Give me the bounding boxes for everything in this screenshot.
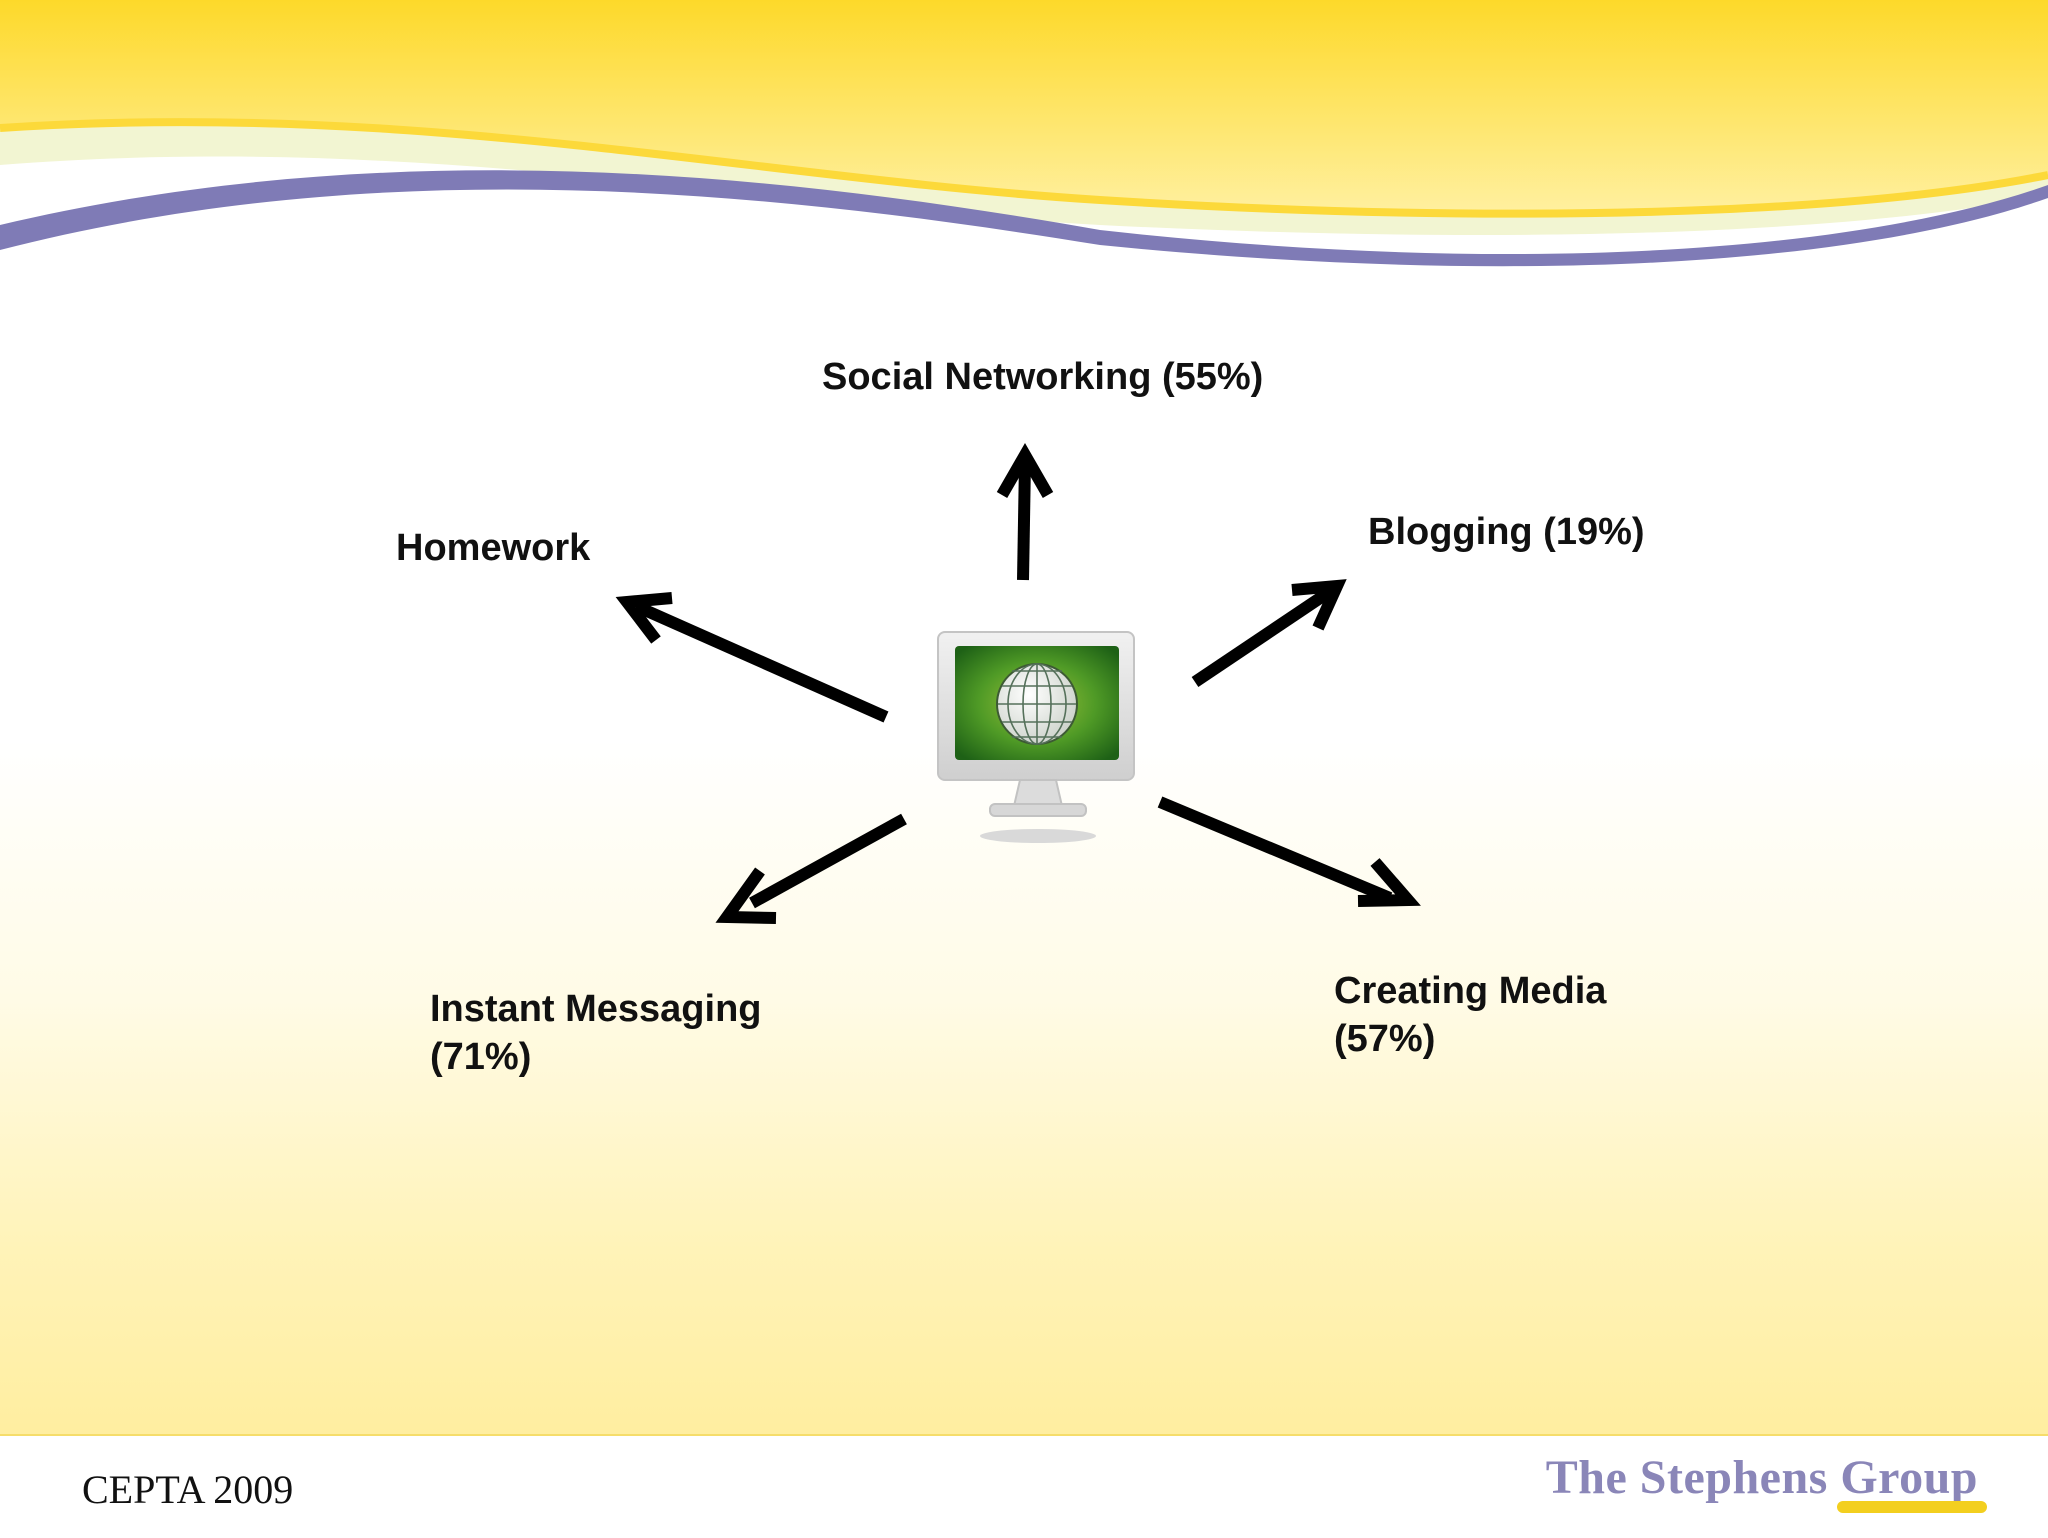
label-instant-messaging: Instant Messaging (71%): [430, 985, 762, 1081]
label-creating-media-percent: (57%): [1334, 1018, 1436, 1060]
arrow-lower-left-instant-messaging: [715, 813, 907, 924]
arrow-lower-right-creating-media: [1157, 796, 1421, 907]
arrow-upper-right-blogging: [1191, 579, 1347, 687]
arrow-up-social-networking: [996, 442, 1054, 581]
label-creating-media-name: Creating Media: [1334, 970, 1607, 1012]
computer-monitor-globe-icon: [937, 631, 1135, 843]
activity-diagram: [615, 442, 1421, 924]
header-wave-decoration: [0, 0, 2048, 267]
label-creating-media: Creating Media (57%): [1334, 967, 1606, 1063]
label-blogging: Blogging (19%): [1368, 511, 1645, 553]
logo-underline-decoration: [1837, 1501, 1987, 1513]
arrow-upper-left-homework: [615, 592, 889, 723]
label-instant-messaging-percent: (71%): [430, 1036, 532, 1078]
slide-footer: CEPTA 2009 The Stephens Group: [0, 1434, 2048, 1538]
footer-event-label: CEPTA 2009: [82, 1467, 294, 1512]
label-social-networking: Social Networking (55%): [822, 356, 1264, 398]
footer-company-logo: The Stephens Group: [1545, 1451, 1978, 1504]
label-instant-messaging-name: Instant Messaging: [430, 988, 762, 1030]
slide-background: Social Networking (55%) Homework Bloggin…: [0, 0, 2048, 1434]
label-homework: Homework: [396, 527, 591, 569]
